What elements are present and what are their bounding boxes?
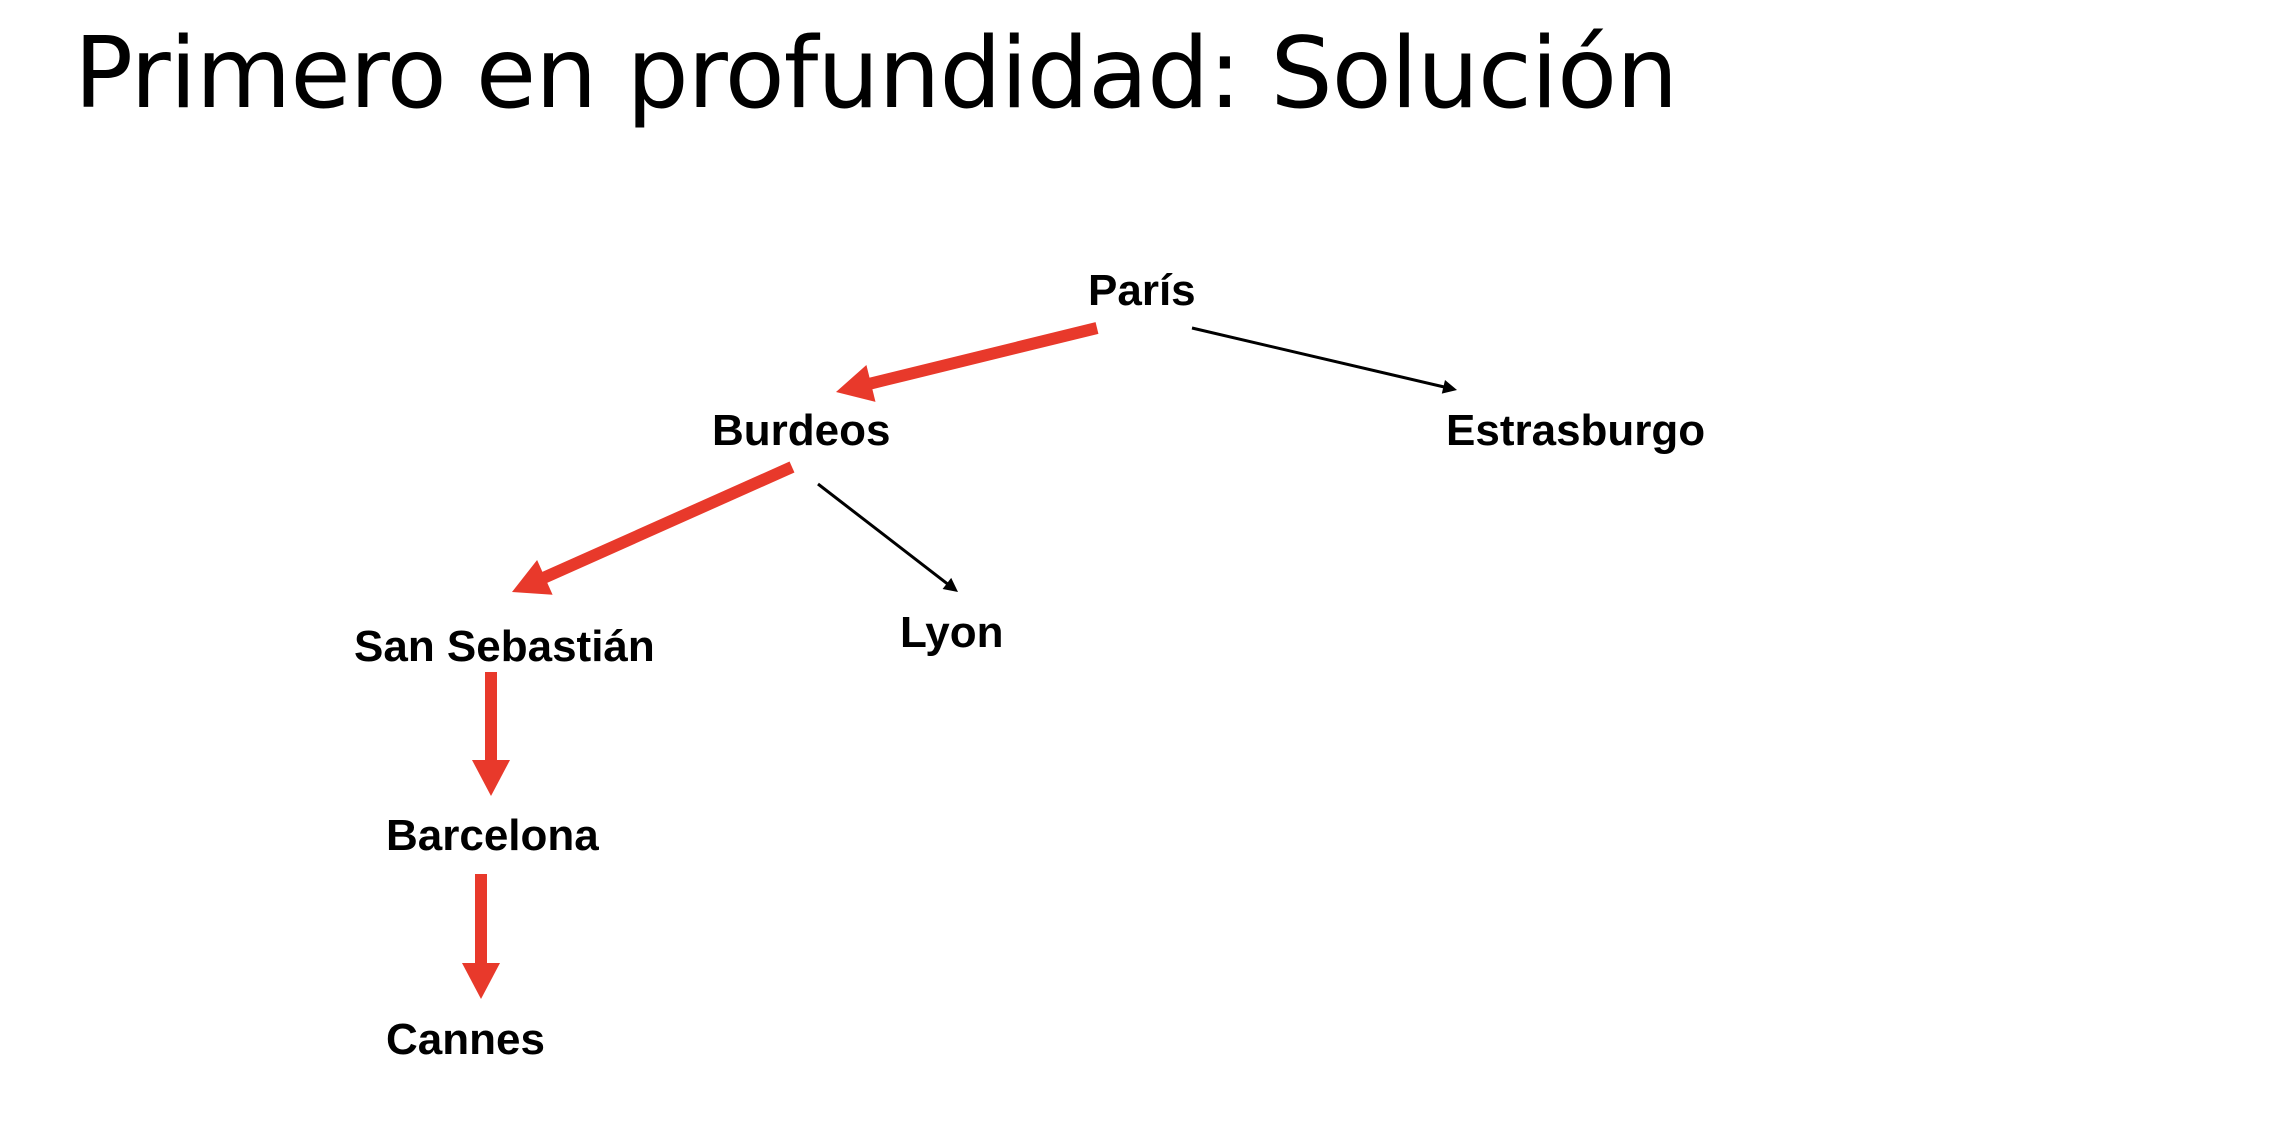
edge-line	[867, 322, 1099, 390]
node-paris: París	[1088, 266, 1196, 315]
edge-burdeos-to-lyon	[817, 482, 958, 592]
node-estrasburgo: Estrasburgo	[1446, 406, 1705, 455]
tree-edges	[462, 322, 1457, 999]
arrowhead	[462, 963, 500, 999]
edge-line	[817, 482, 950, 586]
arrowhead	[942, 577, 958, 592]
node-burdeos: Burdeos	[712, 406, 890, 455]
edge-line	[1191, 326, 1446, 389]
arrowhead	[836, 365, 876, 402]
slide-title: Primero en profundidad: Solución	[74, 17, 1678, 131]
node-lyon: Lyon	[900, 608, 1003, 657]
node-barcelona: Barcelona	[386, 811, 599, 860]
edge-san-sebastian-to-barcelona-solution	[472, 672, 510, 796]
node-cannes: Cannes	[386, 1015, 545, 1064]
arrowhead	[512, 560, 553, 595]
edge-paris-to-burdeos-solution	[836, 322, 1099, 402]
arrowhead	[1441, 380, 1457, 394]
edge-paris-to-estrasburgo	[1191, 326, 1457, 394]
edge-line	[540, 461, 795, 584]
edge-barcelona-to-cannes-solution	[462, 874, 500, 999]
arrowhead	[472, 760, 510, 796]
node-san-sebastian: San Sebastián	[354, 622, 655, 671]
edge-burdeos-to-san-sebastian-solution	[512, 461, 795, 595]
